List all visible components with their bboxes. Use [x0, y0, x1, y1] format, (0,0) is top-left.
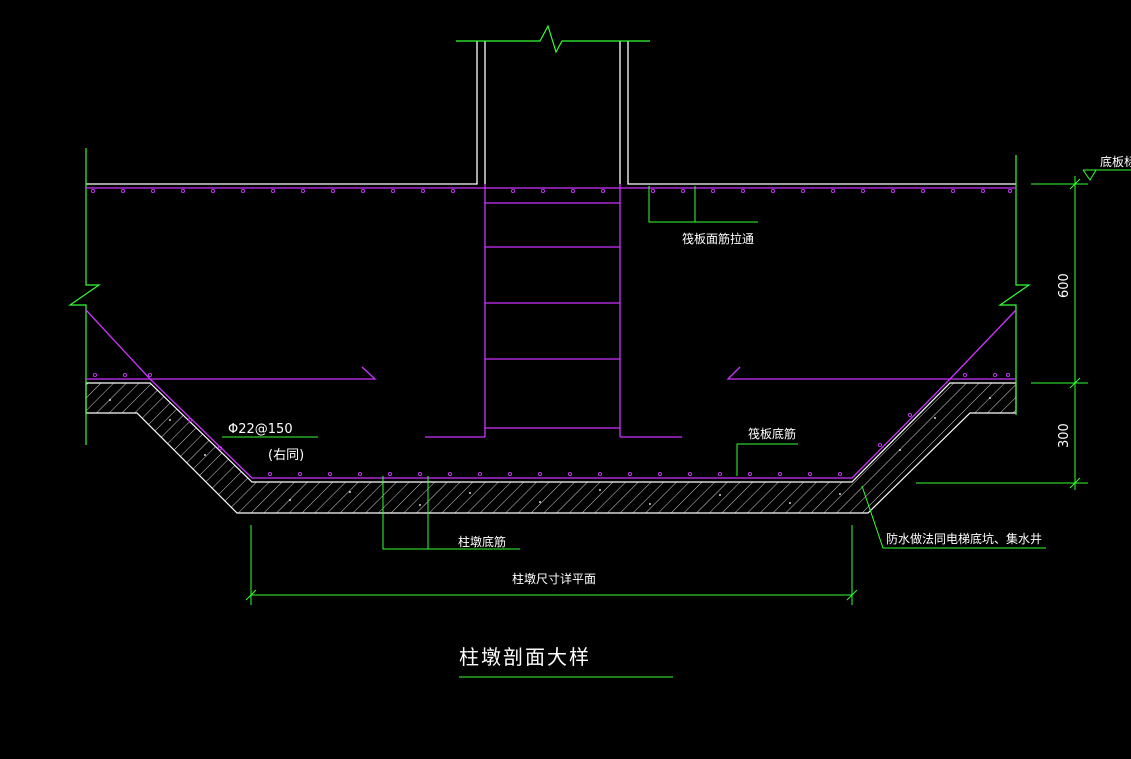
dimension-upper-label: 600 [1057, 273, 1072, 298]
concrete-outline [86, 41, 1016, 185]
labels: 底板标高 筏板面筋拉通 Φ22@150 (右同) 筏板底筋 柱墩底筋 防水做法同… [228, 154, 1131, 669]
rebar-spec-note: (右同) [268, 448, 304, 463]
break-lines [68, 24, 1031, 445]
pier-bottom-rebar-label: 柱墩底筋 [458, 534, 506, 549]
leader-lines [222, 186, 1046, 678]
rebar-dots [90, 188, 1013, 477]
pier-size-note-label: 柱墩尺寸详平面 [512, 571, 596, 586]
raft-bottom-rebar-right [726, 366, 1016, 380]
waterproof-note-label: 防水做法同电梯底坑、集水井 [886, 531, 1042, 546]
dimension-lower-label: 300 [1057, 423, 1072, 448]
rebar-spec-label: Φ22@150 [228, 422, 293, 437]
raft-top-rebar-label: 筏板面筋拉通 [682, 231, 754, 246]
raft-bottom-rebar-label: 筏板底筋 [748, 426, 796, 441]
dimension-right [916, 169, 1131, 490]
slab-elevation-label: 底板标高 [1100, 154, 1131, 169]
rebar [85, 184, 1017, 479]
raft-bottom-rebar-left [86, 366, 377, 380]
pier-bottom-rebar [85, 309, 1017, 479]
drawing-title: 柱墩剖面大样 [459, 645, 591, 669]
cushion-layer [85, 382, 1017, 514]
